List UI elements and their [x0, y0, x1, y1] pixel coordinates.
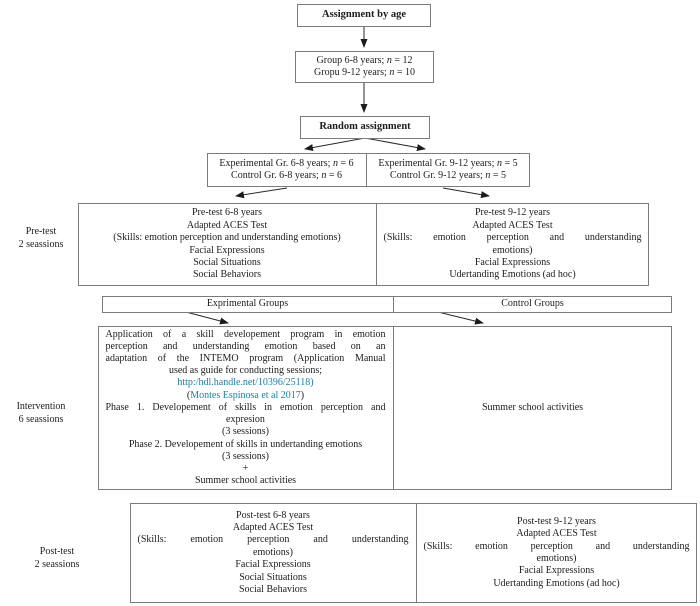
pretest-label-line1: Pre-test	[25, 226, 57, 237]
text-line: Post-test 6-8 years	[236, 509, 310, 521]
text-line: Udertanding Emotions (ad hoc)	[493, 577, 620, 589]
hyperlink[interactable]: http:/hdl.handle.net/10396/25118)	[177, 377, 314, 389]
text-line: Summer school activities	[194, 475, 297, 487]
text-line: Adapted ACES Test	[186, 219, 268, 231]
hyperlink[interactable]: Montes Espinosa et al 2017	[190, 389, 301, 401]
text-segment: = 10	[394, 67, 415, 78]
text-line: used as guide for conducting sessions;	[168, 365, 323, 377]
text-line: (3 sessions)	[222, 426, 269, 438]
groups-header-box: Exprimental Groups Control Groups	[102, 296, 672, 313]
posttest-label-line2: 2 seassions	[34, 558, 80, 570]
text-segment: n	[389, 67, 395, 78]
text-line: expresion	[226, 414, 265, 426]
text-line: Pre-test 9-12 years	[475, 207, 550, 219]
text-segment: Control Gr. 9-12 years;	[390, 170, 486, 181]
text-segment: = 6	[337, 157, 354, 169]
text-segment: Gropu 9-12 years;	[314, 67, 390, 78]
text-segment: )	[300, 389, 305, 401]
text-line: Control Gr. 9-12 years; n = 5	[369, 170, 528, 182]
text-segment: = 5	[501, 157, 518, 169]
arrow-9-12-to-pretest	[442, 187, 490, 199]
text-segment: = 12	[391, 54, 413, 66]
text-line: (Skills: emotion perception and understa…	[423, 540, 690, 552]
text-line: Adapted ACES Test	[232, 521, 314, 533]
text-segment: n	[386, 54, 392, 66]
posttest-side-label: Post-test 2 seassions	[18, 546, 96, 571]
text-line: Facial Expressions	[235, 559, 311, 571]
text-line: Control Gr. 6-8 years; n = 6	[210, 170, 364, 182]
text-segment: n	[332, 157, 338, 169]
text-line: Adapted ACES Test	[516, 528, 597, 540]
text-segment: n	[321, 170, 327, 181]
text-segment: = 6	[326, 170, 342, 181]
text-line: Gropu 9-12 years; n = 10	[300, 67, 429, 79]
text-line: (Skills: emotion perception and understa…	[137, 534, 409, 546]
arrow-random-to-6-8	[304, 137, 366, 151]
text-line: emotions)	[536, 553, 577, 564]
arrow-experimental-to-intervention	[185, 311, 229, 325]
intervention-experimental-cell: Application of a skill developement prog…	[99, 327, 393, 489]
text-line: Social Situations	[193, 256, 261, 268]
text-line: Phase 1. Developement of skills in emoti…	[105, 401, 386, 413]
text-line: Experimental Gr. 9-12 years; n = 5	[369, 158, 528, 170]
intervention-side-label: Intervention 6 seassions	[2, 401, 80, 426]
pretest-side-label: Pre-test 2 seassions	[2, 226, 80, 251]
text-line: Social Behaviors	[192, 269, 262, 281]
text-segment: n	[485, 170, 491, 181]
text-line: (Skills: emotion perception and understa…	[113, 232, 341, 244]
text-segment: Experimental Gr. 9-12 years;	[378, 157, 497, 169]
text-line: Adapted ACES Test	[472, 219, 553, 231]
intervention-control-cell: Summer school activities	[392, 327, 672, 489]
intervention-box: Application of a skill developement prog…	[98, 326, 672, 490]
control-groups-cell: Control Groups	[392, 297, 672, 312]
arrow-control-to-intervention	[437, 311, 484, 325]
text-segment: Group 6-8 years;	[316, 54, 387, 66]
text-line: Phase 2. Developement of skills in under…	[128, 438, 363, 450]
text-line: +	[242, 462, 249, 474]
text-line: Facial Expressions	[189, 244, 265, 256]
pretest-label-line2: 2 seassions	[18, 238, 64, 250]
experimental-groups-cell: Exprimental Groups	[206, 298, 289, 310]
text-line: http:/hdl.handle.net/10396/25118)	[106, 377, 386, 389]
text-line: Facial Expressions	[518, 565, 595, 577]
intervention-label-line2: 6 seassions	[18, 413, 64, 425]
arrow-random-to-9-12	[364, 137, 426, 151]
text-line: (Skills: emotion perception and understa…	[383, 232, 642, 244]
text-segment: Experimental Gr. 6-8 years;	[219, 157, 333, 169]
text-line: Social Situations	[239, 571, 307, 583]
intervention-label-line1: Intervention	[16, 401, 66, 412]
text-line: Application of a skill developement prog…	[105, 328, 386, 340]
text-line: perception and understanding emotion bas…	[105, 340, 386, 352]
arrow-6-8-to-pretest	[235, 187, 288, 199]
text-line: adaptation of the INTEMO program (Applic…	[105, 353, 386, 365]
assignment-by-age-box: Assignment by age	[297, 4, 431, 27]
posttest-label-line1: Post-test	[39, 546, 75, 557]
text-line: Udertanding Emotions (ad hoc)	[449, 269, 576, 281]
text-line: emotions)	[492, 244, 533, 256]
text-line: (3 sessions)	[222, 450, 269, 462]
text-segment: = 5	[490, 170, 506, 181]
text-line: (Montes Espinosa et al 2017)	[106, 390, 386, 402]
text-segment: Control Gr. 6-8 years;	[231, 170, 322, 181]
text-line: Post-test 9-12 years	[517, 515, 596, 527]
text-segment: (	[186, 389, 191, 401]
text-line: Social Behaviors	[238, 584, 308, 596]
random-assignment-box: Random assignment	[300, 116, 430, 139]
text-line: Group 6-8 years; n = 12	[300, 55, 429, 67]
text-line: Facial Expressions	[474, 256, 551, 268]
text-line: emotions)	[253, 546, 293, 558]
text-segment: n	[496, 157, 502, 169]
text-line: Pre-test 6-8 years	[192, 207, 262, 219]
text-line: Experimental Gr. 6-8 years; n = 6	[210, 158, 364, 170]
